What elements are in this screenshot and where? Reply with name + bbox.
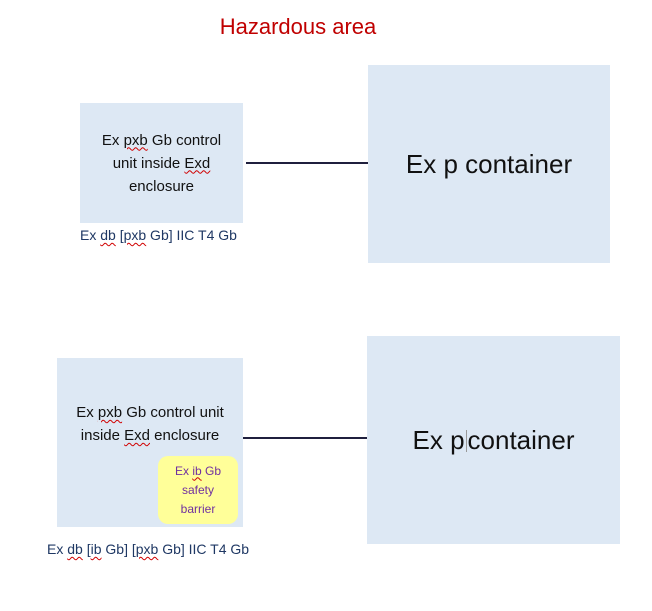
marking-label-1: Ex db [pxb Gb] IIC T4 Gb bbox=[80, 227, 237, 243]
container-label-1: Ex p container bbox=[405, 148, 573, 179]
diagram-title: Hazardous area bbox=[219, 14, 377, 39]
text-cursor-icon bbox=[465, 429, 467, 452]
control-unit-text-2: Ex pxb Gb control unit inside Exd enclos… bbox=[76, 404, 224, 444]
connector-line-2 bbox=[243, 437, 367, 439]
safety-barrier-box: Ex ib Gb safety barrier bbox=[158, 456, 238, 524]
marking-label-2: Ex db [ib Gb] [pxb Gb] IIC T4 Gb bbox=[47, 541, 250, 557]
control-unit-box-2: Ex pxb Gb control unit inside Exd enclos… bbox=[57, 358, 243, 527]
control-unit-text-1: Ex pxb Gb control unit inside Exd enclos… bbox=[101, 131, 222, 195]
control-unit-box-1: Ex pxb Gb control unit inside Exd enclos… bbox=[80, 103, 243, 223]
ex-p-container-box-1: Ex p container bbox=[368, 65, 610, 263]
connector-line-1 bbox=[246, 162, 368, 164]
